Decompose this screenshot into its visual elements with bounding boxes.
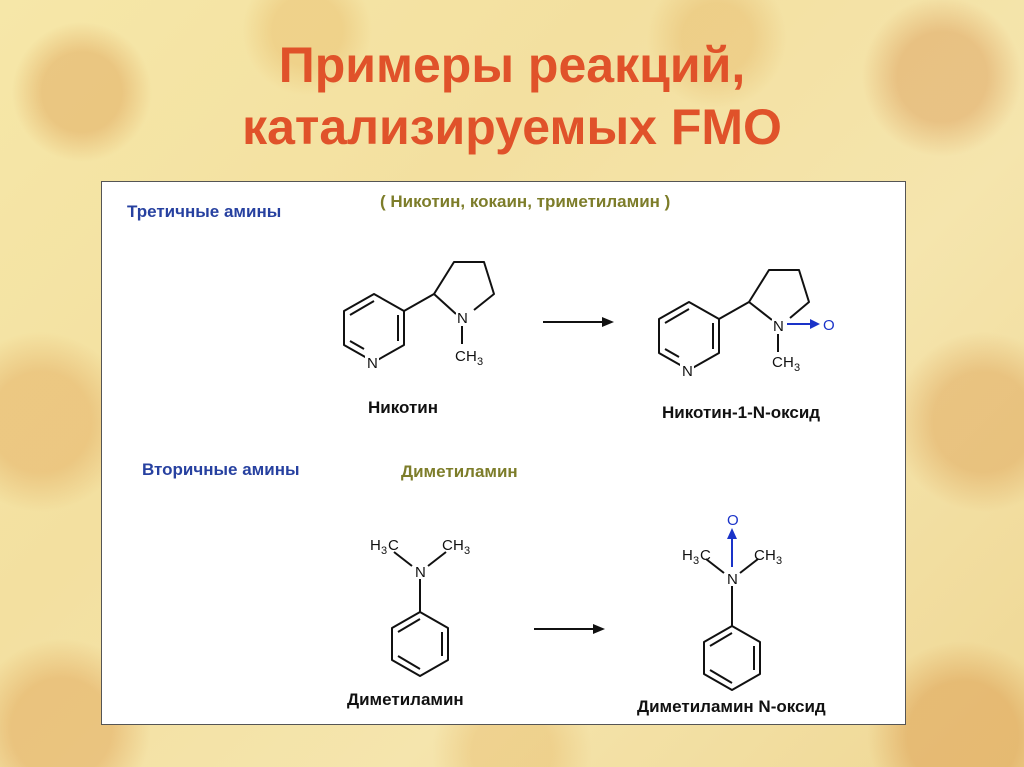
atom-n: N <box>773 318 784 335</box>
atom-c: C <box>754 547 765 564</box>
secondary-amines-example: Диметиламин <box>401 462 518 481</box>
atom-h: H <box>453 537 464 554</box>
tertiary-amines-examples: ( Никотин, кокаин, триметиламин ) <box>380 192 671 211</box>
slide-title: Примеры реакций, катализируемых FMO <box>0 34 1024 158</box>
atom-o: O <box>823 317 835 334</box>
atom-c: C <box>700 547 711 564</box>
subscript-3: 3 <box>381 545 387 557</box>
atom-n: N <box>457 310 468 327</box>
dimethylaniline-n-oxide-structure <box>703 558 761 691</box>
subscript-3: 3 <box>776 555 782 567</box>
nicotine-label: Никотин <box>368 398 439 417</box>
dimethylaniline-label: Диметиламин <box>347 690 464 709</box>
pyridine-ring <box>343 293 405 363</box>
slide-title-line-2: катализируемых FMO <box>242 99 782 155</box>
secondary-amines-heading: Вторичные амины <box>142 460 300 479</box>
atom-n: N <box>367 355 378 372</box>
benzene-ring <box>391 611 449 677</box>
atom-c: C <box>388 537 399 554</box>
subscript-3: 3 <box>693 555 699 567</box>
nicotine-n-oxide-structure <box>658 269 810 371</box>
tertiary-amines-heading: Третичные амины <box>127 202 282 221</box>
dimethylaniline-n-oxide-label: Диметиламин N-оксид <box>637 697 826 716</box>
pyrrolidine-ring <box>748 269 810 319</box>
atom-c: C <box>442 537 453 554</box>
reaction-structures: N N C H 3 N N O C H 3 H 3 C C H 3 N O <box>343 261 835 691</box>
subscript-3: 3 <box>794 362 800 374</box>
atom-c: C <box>455 348 466 365</box>
atom-n: N <box>682 363 693 380</box>
atom-c: C <box>772 354 783 371</box>
atom-o: O <box>727 512 739 529</box>
nicotine-structure <box>343 261 495 363</box>
atom-h: H <box>783 354 794 371</box>
reaction-panel: Третичные амины ( Никотин, кокаин, триме… <box>101 181 906 725</box>
subscript-3: 3 <box>464 545 470 557</box>
atom-h: H <box>466 348 477 365</box>
atom-h: H <box>682 547 693 564</box>
slide-title-line-1: Примеры реакций, <box>278 37 746 93</box>
subscript-3: 3 <box>477 356 483 368</box>
atom-h: H <box>765 547 776 564</box>
nicotine-n-oxide-label: Никотин-1-N-оксид <box>662 403 821 422</box>
benzene-ring <box>703 625 761 691</box>
atom-n: N <box>727 571 738 588</box>
pyrrolidine-ring <box>433 261 495 311</box>
atom-h: H <box>370 537 381 554</box>
pyridine-ring <box>658 301 720 371</box>
atom-n: N <box>415 564 426 581</box>
